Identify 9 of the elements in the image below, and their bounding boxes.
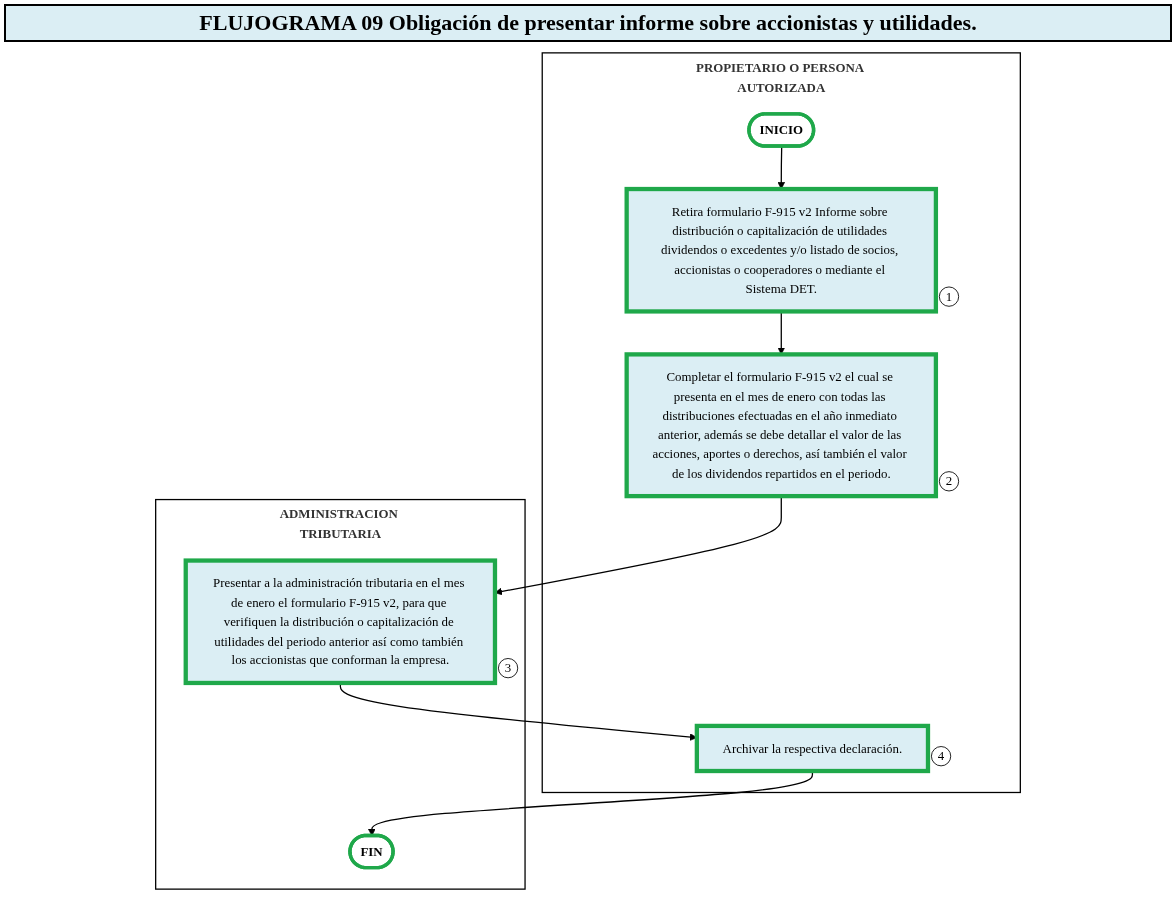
node-label: 1 bbox=[945, 289, 953, 304]
node-box: Completar el formulario F-915 v2 el cual se presenta en el mes de enero con todas las distribuciones efectuadas en el año inmediato anterior, además se debe detallar el valor de las acciones, aportes o derechos, así también el valor de los dividendos repartidos en el periodo. bbox=[624, 352, 939, 499]
node-box: Archivar la respectiva declaración. bbox=[694, 723, 931, 774]
node-label: 3 bbox=[504, 661, 512, 675]
node-box: Presentar a la administración tributaria en el mes de enero el formulario F-915 v2, para que verifiquen la distribución o capitalización de utilidades del periodo anterior así como también los accionistas que conforman la empresa. bbox=[183, 558, 498, 686]
diagram-title: FLUJOGRAMA 09 Obligación de presentar informe sobre accionistas y utilidades. bbox=[4, 4, 1172, 42]
node-label: 4 bbox=[937, 749, 945, 763]
node-box: Retira formulario F-915 v2 Informe sobre distribución o capitalización de utilidades dividendos o excedentes y/o listado de socios, accionistas o cooperadores o mediante el Sistema DET. bbox=[624, 186, 939, 314]
node-label: 2 bbox=[945, 474, 953, 488]
